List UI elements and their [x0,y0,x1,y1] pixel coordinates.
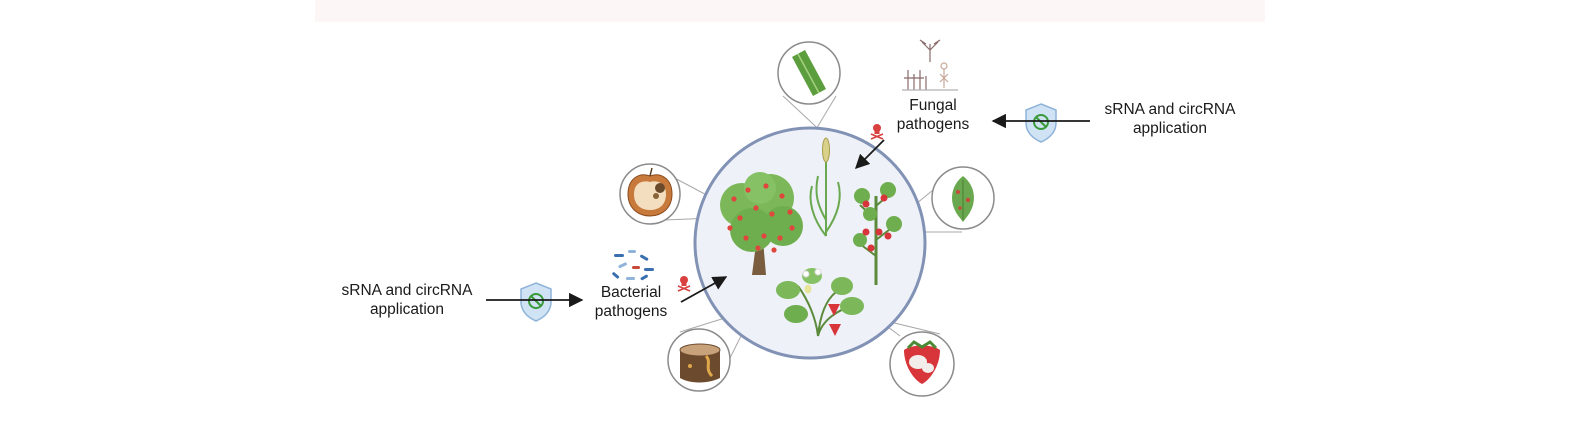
wheat-icon [809,137,841,237]
moldy-strawberry-icon [904,340,940,384]
rotten-apple-icon [627,167,673,217]
fungus-icon [902,39,958,91]
shield-icon [520,282,552,322]
wheat-leaf-icon [792,50,826,96]
skull-icon [677,275,691,292]
strawberry-plant-icon [776,268,864,337]
spotted-leaf-icon [952,176,974,222]
inset-rotten-apple [619,163,681,225]
decayed-stump-icon [679,343,721,383]
top-band [315,0,1265,22]
right-application-label: sRNA and circRNA application [1104,101,1236,137]
fungal-pathogens-label: Fungal pathogens [896,97,970,133]
left-application-label: sRNA and circRNA application [341,282,473,318]
bacterial-pathogens-label: Bacterial pathogens [594,284,668,320]
fungal-arrow [854,139,885,170]
tomato-plant-icon [853,182,902,285]
bacteria-icon [612,250,654,281]
skull-icon [870,123,884,140]
apple-tree-icon [720,172,803,275]
inset-decayed-stump [667,328,731,392]
bacterial-arrow [680,276,728,303]
inset-spotted-leaf [931,166,995,230]
inset-wheat-leaf [777,41,841,105]
crop-circle [693,126,927,360]
shield-icon [1025,103,1057,143]
inset-moldy-strawberry [889,331,955,397]
